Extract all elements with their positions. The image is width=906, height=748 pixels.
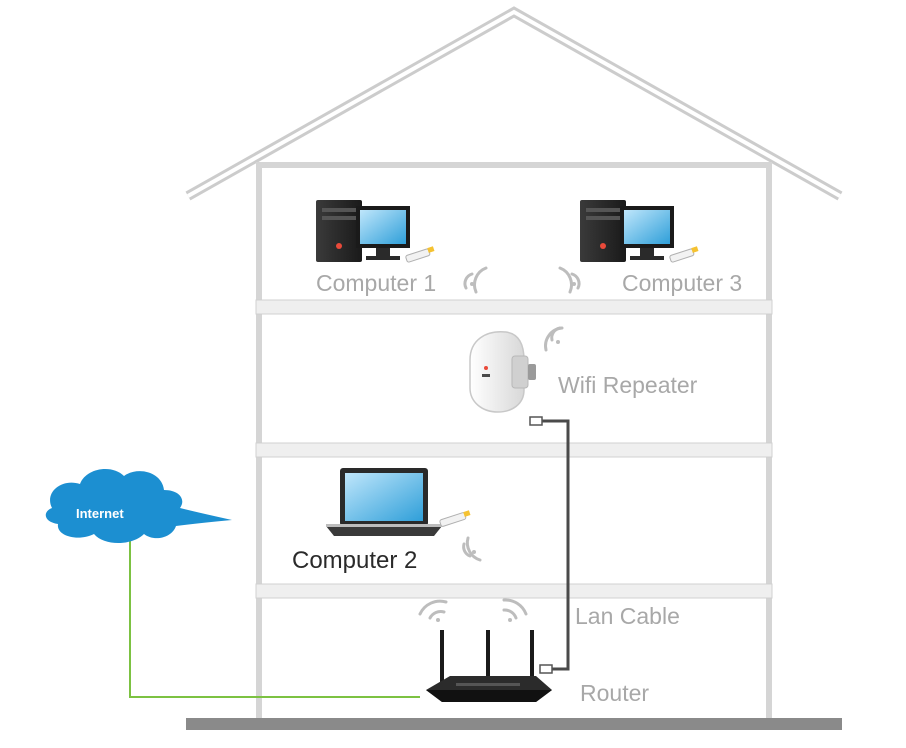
floor-dividers — [255, 299, 773, 599]
wifi-signal-icon-repeater — [544, 326, 564, 352]
house-roof — [185, 6, 843, 201]
router-icon — [426, 630, 552, 702]
lan-cable — [529, 416, 570, 674]
computer-1-label: Computer 1 — [316, 270, 437, 296]
internet-link — [129, 540, 420, 698]
computer-3-label: Computer 3 — [622, 270, 743, 296]
computer-1-desktop-icon — [316, 200, 435, 263]
wifi-signal-icon-router-right — [502, 598, 528, 622]
computer-3-desktop-icon — [580, 200, 699, 263]
wifi-repeater-icon — [469, 331, 536, 413]
wifi-signal-icon-router-left — [418, 599, 448, 622]
wifi-repeater-label: Wifi Repeater — [558, 372, 698, 398]
wifi-signal-icon-computer2 — [462, 536, 482, 562]
computer-2-label: Computer 2 — [292, 547, 418, 574]
computer-2-laptop-icon — [326, 468, 471, 536]
wifi-signal-icon-computer3 — [558, 266, 581, 294]
ground — [186, 718, 842, 730]
internet-label: Internet — [76, 506, 124, 521]
wifi-signal-icon-computer1 — [463, 266, 488, 294]
router-label: Router — [580, 680, 650, 706]
lan-cable-label: Lan Cable — [575, 603, 680, 629]
internet-cloud-icon — [45, 469, 232, 543]
